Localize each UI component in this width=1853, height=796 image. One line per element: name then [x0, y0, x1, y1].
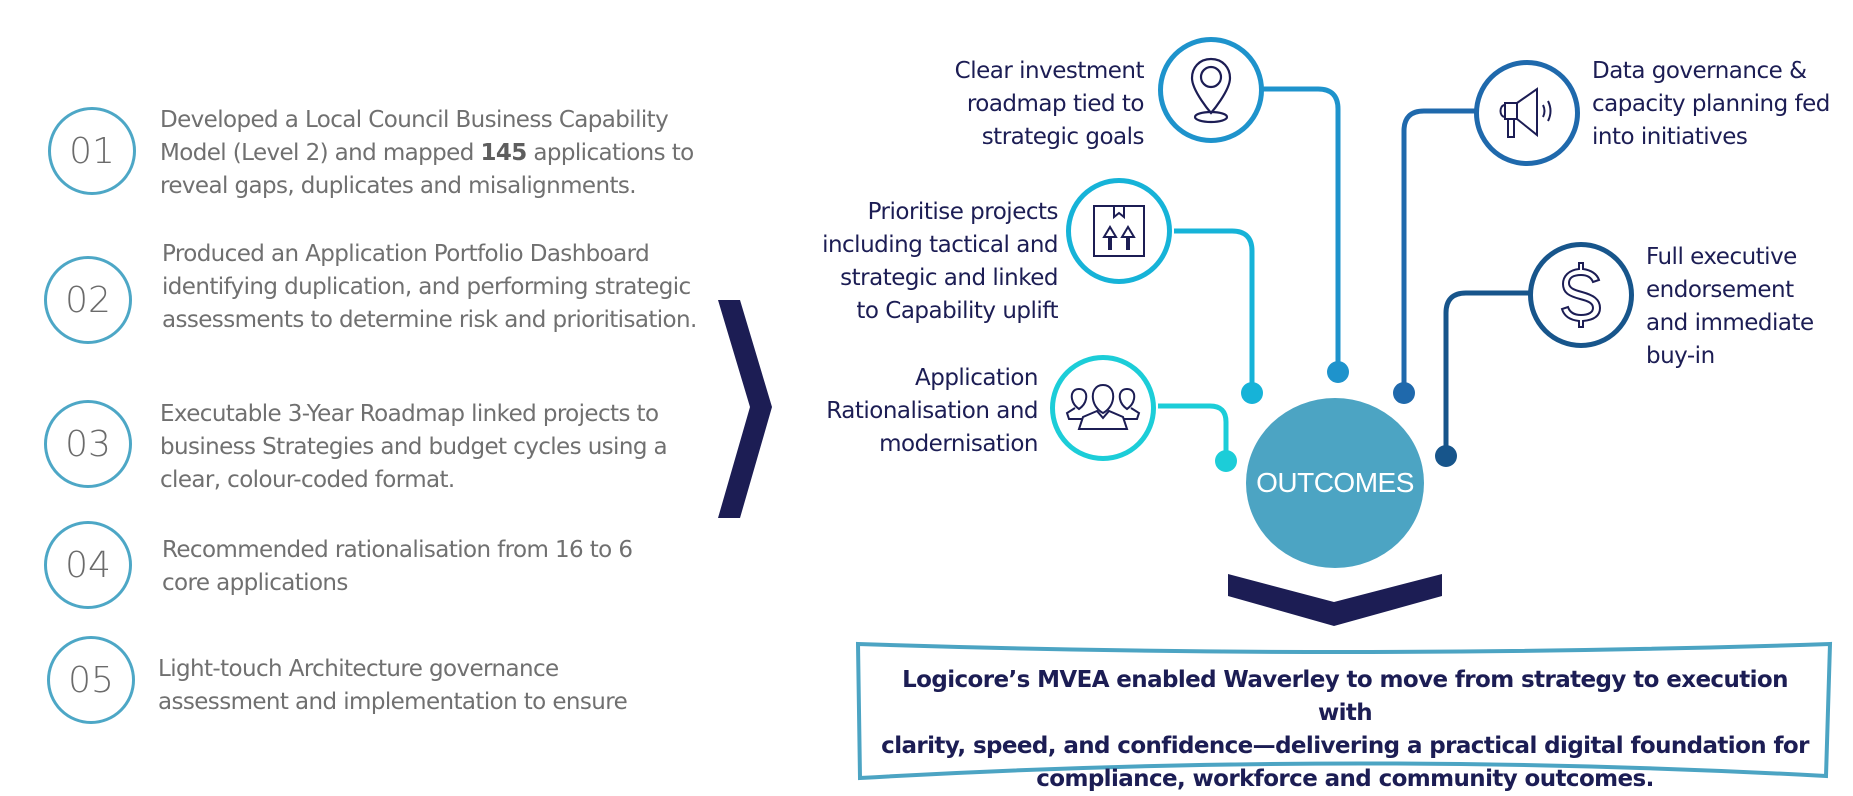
- map-pin-icon: [1190, 57, 1232, 124]
- people-group-icon: [1065, 383, 1141, 430]
- summary-statement: Logicore’s MVEA enabled Waverley to move…: [881, 667, 1809, 792]
- outcome-executive-icon-badge: [1528, 242, 1634, 348]
- chevron-down-icon: [1228, 574, 1442, 626]
- connector-dot-executive: [1435, 445, 1457, 467]
- step-number: 02: [65, 279, 111, 321]
- step-number: 01: [69, 130, 115, 172]
- outcome-data-governance-icon-badge: [1474, 60, 1580, 166]
- step-description: Light-touch Architecture governance asse…: [158, 656, 628, 715]
- outcome-rationalisation-label: Application Rationalisation and modernis…: [826, 365, 1038, 457]
- connector-executive: [1443, 290, 1530, 456]
- step-description: Developed a Local Council Business Capab…: [160, 107, 694, 199]
- step-number-badge: 01: [48, 107, 136, 195]
- outcome-rationalisation-icon-badge: [1050, 355, 1156, 461]
- chevron-right-icon: [718, 300, 772, 518]
- connector-data-governance: [1401, 108, 1476, 392]
- step-description: Executable 3-Year Roadmap linked project…: [160, 401, 668, 493]
- outcome-investment-icon-badge: [1158, 37, 1264, 143]
- application-count: 145: [480, 140, 527, 166]
- summary-frame: [855, 641, 1833, 781]
- box-arrows-up-icon: [1093, 205, 1145, 257]
- dollar-icon: [1560, 262, 1602, 328]
- outcome-data-governance-label: Data governance & capacity planning fed …: [1592, 58, 1830, 150]
- step-number: 05: [68, 659, 114, 701]
- step-number-badge: 03: [44, 400, 132, 488]
- connector-dot-investment: [1327, 361, 1349, 383]
- connector-dot-rationalisation: [1215, 450, 1237, 472]
- connector-dot-prioritise: [1241, 382, 1263, 404]
- outcomes-hub: OUTCOMES: [1246, 398, 1424, 568]
- outcome-investment-label: Clear investment roadmap tied to strateg…: [954, 58, 1145, 150]
- step-description: Produced an Application Portfolio Dashbo…: [162, 241, 697, 333]
- step-number: 04: [65, 544, 111, 586]
- connector-dot-data-governance: [1393, 382, 1415, 404]
- step-number-badge: 02: [44, 256, 132, 344]
- connector-investment: [1262, 86, 1341, 372]
- step-description: Recommended rationalisation from 16 to 6…: [162, 537, 633, 596]
- outcome-executive-label: Full executive endorsement and immediate…: [1646, 244, 1814, 369]
- connector-prioritise: [1174, 228, 1255, 392]
- step-number-badge: 04: [44, 521, 132, 609]
- megaphone-icon: [1499, 87, 1552, 138]
- step-number-badge: 05: [47, 636, 135, 724]
- connector-rationalisation: [1158, 403, 1229, 460]
- outcome-prioritise-label: Prioritise projects including tactical a…: [822, 199, 1058, 324]
- outcome-prioritise-icon-badge: [1066, 178, 1172, 284]
- outcomes-hub-label: OUTCOMES: [1256, 467, 1414, 498]
- step-number: 03: [65, 423, 111, 465]
